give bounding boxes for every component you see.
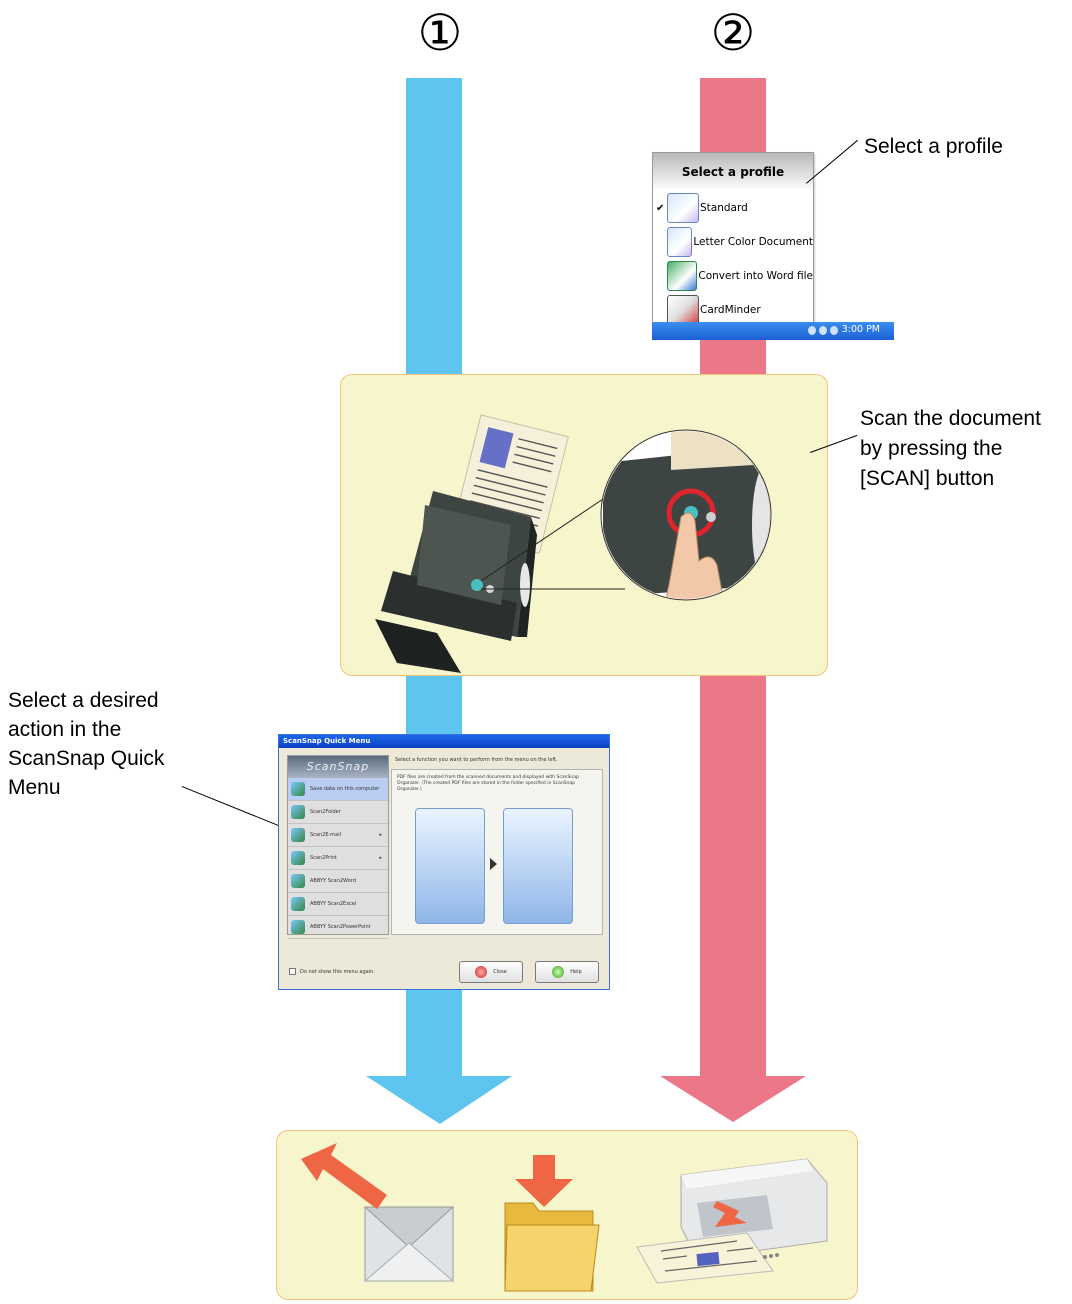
envelope-icon	[363, 1206, 455, 1282]
profile-item-standard[interactable]: ✔ Standard	[653, 191, 813, 225]
menu-item-scan2powerpoint[interactable]: ABBYY Scan2PowerPoint	[288, 916, 388, 939]
outgoing-arrow-icon	[301, 1143, 387, 1209]
callout-scan-line3: [SCAN] button	[860, 467, 995, 490]
callout-quickmenu-line3: ScanSnap Quick	[8, 747, 165, 770]
mail-app-icon	[291, 828, 305, 842]
route-1-marker: ①	[417, 4, 463, 62]
profile-popup-title: Select a profile	[653, 153, 813, 191]
taskbar-clock: 3:00 PM	[841, 324, 880, 335]
checkbox-label: Do not show this menu again.	[300, 968, 375, 975]
callout-quickmenu-line4: Menu	[8, 776, 61, 799]
quick-menu-window: ScanSnap Quick Menu ScanSnap Save data o…	[278, 734, 610, 990]
callout-quickmenu-line1: Select a desired	[8, 689, 159, 712]
close-icon	[475, 966, 488, 978]
profile-popup-menu: Select a profile ✔ Standard Letter Color…	[652, 152, 814, 327]
system-tray	[808, 324, 838, 337]
close-button-label: Close	[493, 969, 507, 975]
quick-menu-description: PDF files are created from the scanned d…	[397, 775, 579, 792]
submenu-arrow-icon: ▸	[379, 855, 382, 861]
route-2-arrowhead	[660, 1076, 806, 1122]
menu-item-label: Save data on this computer	[310, 786, 380, 792]
organizer-profile-icon	[667, 193, 699, 223]
excel-app-icon	[291, 897, 305, 911]
menu-item-label: Scan2E-mail	[310, 832, 342, 838]
menu-item-scan2word[interactable]: ABBYY Scan2Word	[288, 870, 388, 893]
taskbar: 3:00 PM	[652, 322, 894, 340]
menu-item-label: ABBYY Scan2Excel	[310, 901, 357, 907]
word-profile-icon	[667, 261, 698, 291]
dont-show-checkbox[interactable]: Do not show this menu again.	[289, 968, 375, 975]
tray-icon[interactable]	[819, 326, 827, 335]
check-icon: ✔	[656, 202, 665, 214]
profile-item-word[interactable]: Convert into Word file	[653, 259, 813, 293]
menu-item-save[interactable]: Save data on this computer	[288, 778, 388, 801]
folder-app-icon	[291, 805, 305, 819]
powerpoint-app-icon	[291, 920, 305, 934]
destinations-illustration	[301, 1143, 828, 1292]
menu-item-scan2folder[interactable]: Scan2Folder	[288, 801, 388, 824]
callout-select-profile: Select a profile	[864, 135, 1003, 158]
checkbox-box[interactable]	[289, 968, 296, 975]
scansnap-logo: ScanSnap	[288, 756, 388, 778]
menu-item-label: Scan2Folder	[310, 809, 341, 815]
callout-scan-line1: Scan the document	[860, 407, 1041, 430]
folder-icon	[504, 1155, 600, 1292]
profile-item-label: Convert into Word file	[698, 270, 813, 282]
scan-button	[471, 579, 483, 591]
route-2-marker: ②	[710, 4, 756, 62]
help-button[interactable]: Help	[535, 961, 599, 983]
organizer-profile-icon	[667, 227, 693, 257]
profile-item-cardminder[interactable]: CardMinder	[653, 293, 813, 327]
profile-item-label: CardMinder	[700, 304, 761, 316]
preview-arrow-icon	[490, 858, 497, 870]
callout-quickmenu-line2: action in the	[8, 718, 122, 741]
quick-menu-sidebar: ScanSnap Save data on this computer Scan…	[287, 755, 389, 939]
menu-item-label: Scan2Print	[310, 855, 337, 861]
profile-item-label: Letter Color Document	[693, 236, 813, 248]
organizer-preview-image	[503, 808, 573, 924]
profile-item-letter-color[interactable]: Letter Color Document	[653, 225, 813, 259]
scan-step-panel	[340, 374, 828, 676]
tray-icon[interactable]	[808, 326, 816, 335]
printer-icon	[636, 1158, 828, 1284]
help-icon	[552, 966, 565, 978]
scansnap-tray-icon[interactable]	[830, 326, 838, 335]
menu-item-scan2excel[interactable]: ABBYY Scan2Excel	[288, 893, 388, 916]
save-icon	[291, 782, 305, 796]
submenu-arrow-icon: ▸	[379, 832, 382, 838]
scanner-illustration	[375, 414, 772, 673]
menu-item-label: ABBYY Scan2PowerPoint	[310, 924, 371, 930]
close-button[interactable]: Close	[459, 961, 523, 983]
quick-menu-instruction: Select a function you want to perform fr…	[395, 757, 558, 763]
menu-item-scan2print[interactable]: Scan2Print ▸	[288, 847, 388, 870]
route-1-arrowhead	[366, 1076, 512, 1124]
destinations-panel	[276, 1130, 858, 1300]
desktop-background	[812, 160, 894, 322]
cardminder-profile-icon	[667, 295, 699, 325]
print-app-icon	[291, 851, 305, 865]
menu-item-scan2email[interactable]: Scan2E-mail ▸	[288, 824, 388, 847]
scanner-preview-image	[415, 808, 485, 924]
menu-item-label: ABBYY Scan2Word	[310, 878, 356, 884]
profile-item-label: Standard	[700, 202, 748, 214]
word-app-icon	[291, 874, 305, 888]
quick-menu-title: ScanSnap Quick Menu	[279, 735, 609, 748]
callout-scan-line2: by pressing the	[860, 437, 1003, 460]
help-button-label: Help	[570, 969, 582, 975]
